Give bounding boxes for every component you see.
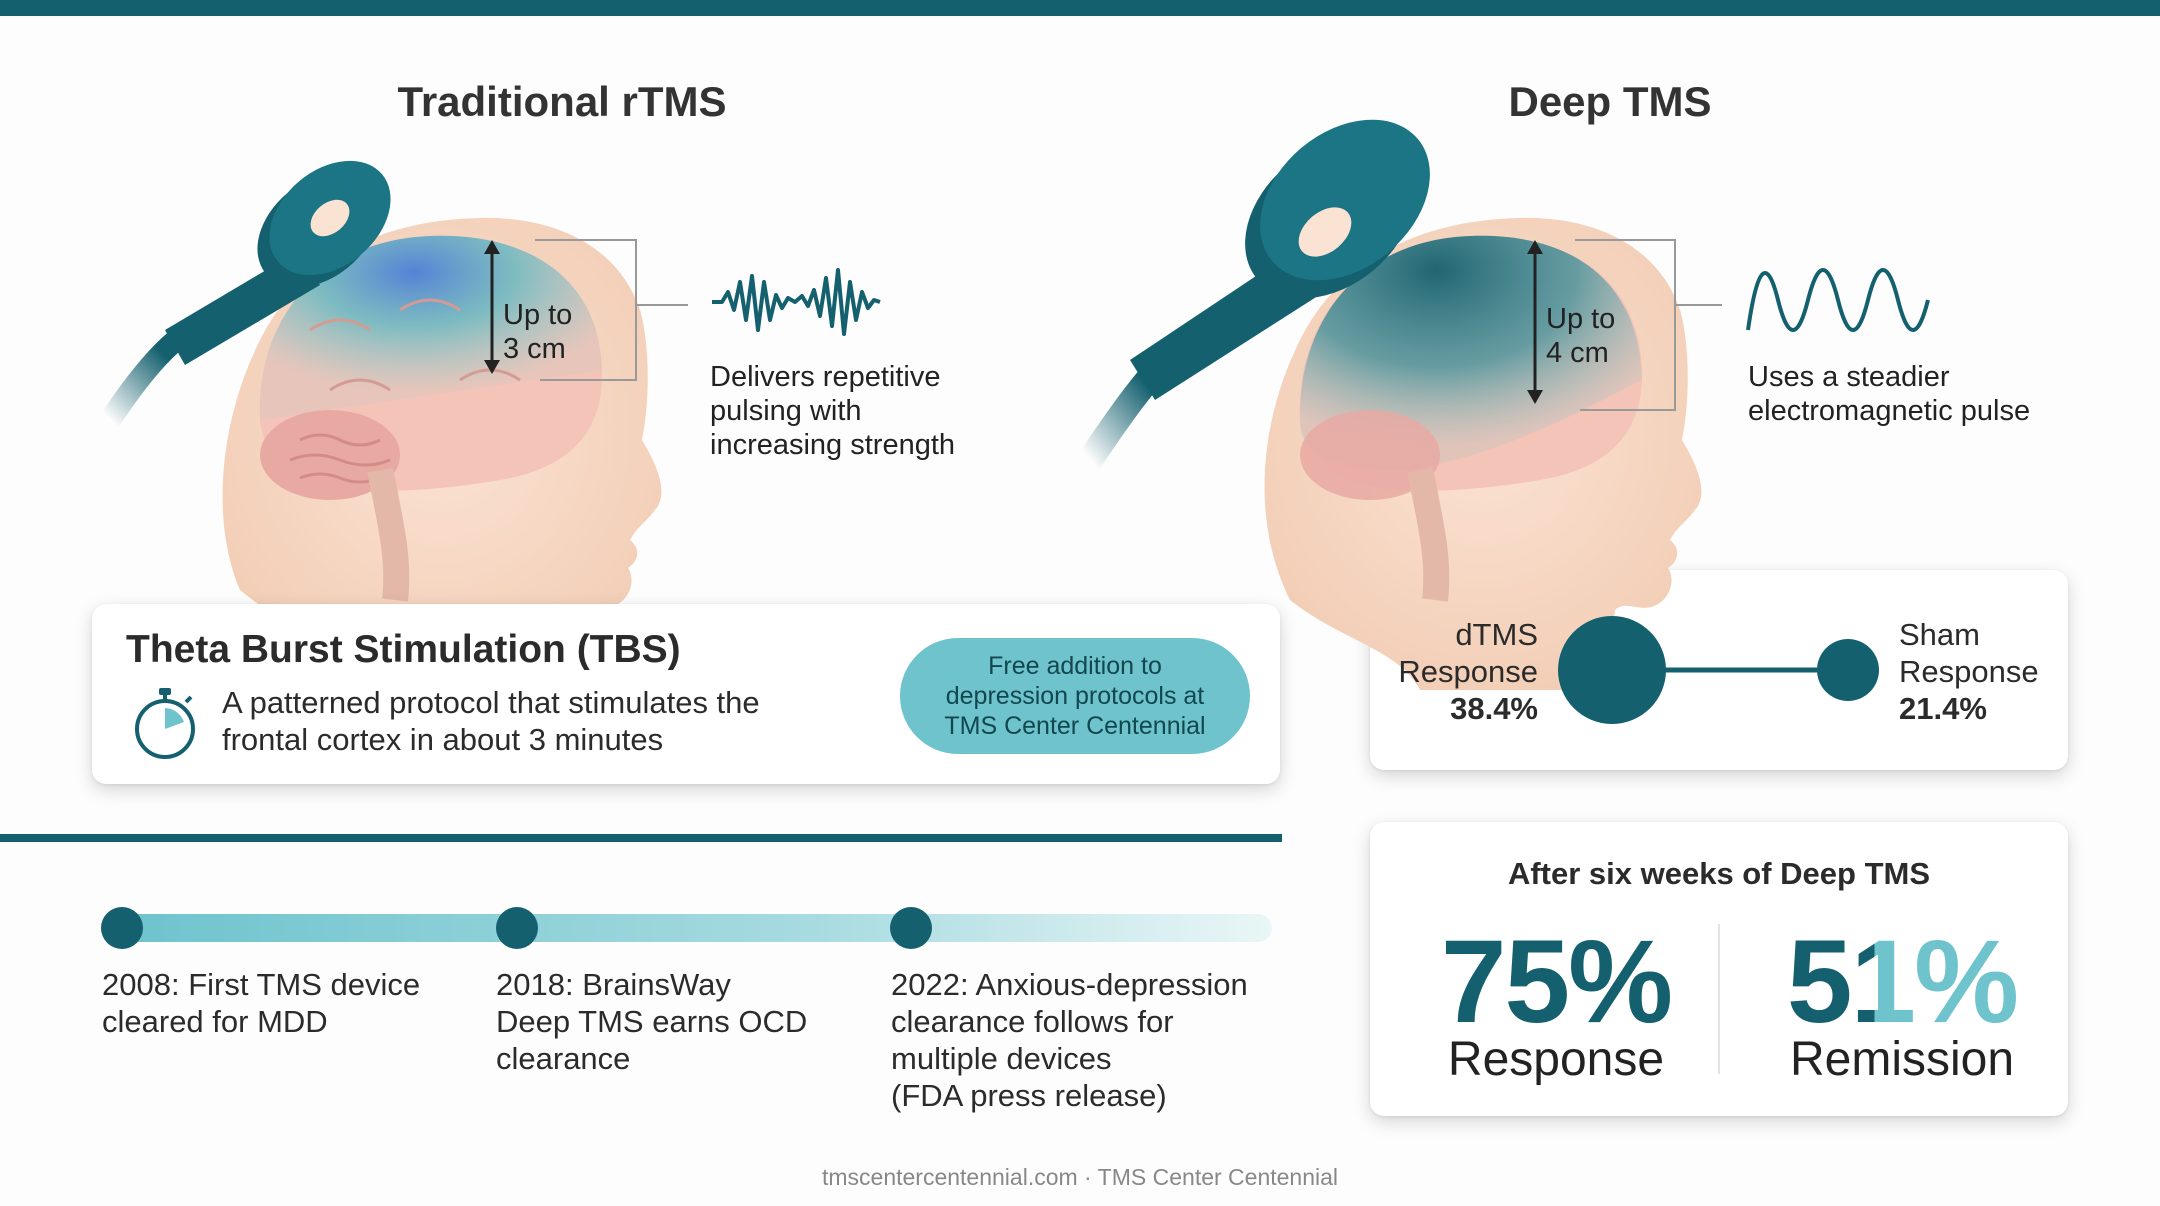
outcomes-divider <box>1718 924 1720 1074</box>
top-accent-bar <box>0 0 2160 16</box>
timeline-2018-line3: clearance <box>496 1041 631 1076</box>
footer-credit: tmscentercentennial.com · TMS Center Cen… <box>821 1164 1339 1190</box>
timeline-track <box>101 907 1272 949</box>
dtms-head-illustration <box>1077 119 1722 691</box>
timeline-item-2018: 2018: BrainsWay Deep TMS earns OCD clear… <box>496 966 807 1077</box>
dtms-depth-line1: Up to <box>1546 303 1616 335</box>
timeline-2008-line1: 2008: First TMS device <box>102 967 421 1002</box>
timeline-dot-2008 <box>101 907 143 949</box>
dtms-response-line1: dTMS <box>1455 617 1538 652</box>
rtms-desc-line1: Delivers repetitive <box>710 361 941 393</box>
timeline-2022-line1: 2022: Anxious-depression <box>891 967 1248 1002</box>
dtms-depth-label: Up to 4 cm <box>1546 302 1615 370</box>
sham-response-value: 21.4% <box>1899 691 1987 726</box>
timeline-dot-2022 <box>890 907 932 949</box>
outcomes-title: After six weeks of Deep TMS <box>1507 856 1931 891</box>
tbs-description: A patterned protocol that stimulates the… <box>222 684 760 758</box>
dtms-response-line2: Response <box>1398 654 1538 689</box>
timeline-2008-line2: cleared for MDD <box>102 1004 328 1039</box>
timeline-2018-line1: 2018: BrainsWay <box>496 967 731 1002</box>
dtms-desc-line2: electromagnetic pulse <box>1748 395 2031 427</box>
rtms-description: Delivers repetitive pulsing with increas… <box>710 360 955 462</box>
dtms-description: Uses a steadier electromagnetic pulse <box>1748 360 2030 428</box>
dtms-response-label: dTMS Response 38.4% <box>1396 616 1538 727</box>
tbs-desc-line2: frontal cortex in about 3 minutes <box>222 722 664 757</box>
badge-line2: depression protocols at <box>945 682 1205 710</box>
tbs-card: Theta Burst Stimulation (TBS) A patterne… <box>92 604 1280 784</box>
tbs-desc-line1: A patterned protocol that stimulates the <box>222 685 760 720</box>
remission-percent: 51% <box>1762 914 2042 1050</box>
badge-line3: TMS Center Centennial <box>944 712 1206 740</box>
section-divider <box>0 834 1282 842</box>
stopwatch-icon <box>135 688 195 759</box>
rtms-depth-line2: 3 cm <box>503 333 566 365</box>
rtms-desc-line3: increasing strength <box>710 429 956 461</box>
timeline-item-2022: 2022: Anxious-depression clearance follo… <box>891 966 1248 1114</box>
badge-line1: Free addition to <box>988 652 1162 680</box>
sham-response-label: Sham Response 21.4% <box>1899 616 2039 727</box>
rtms-depth-label: Up to 3 cm <box>503 298 572 366</box>
rtms-title: Traditional rTMS <box>397 78 727 125</box>
timeline-dot-2018 <box>496 907 538 949</box>
dtms-response-dot <box>1558 616 1666 724</box>
rtms-desc-line2: pulsing with <box>710 395 862 427</box>
steady-sine-wave-icon <box>1746 268 1930 332</box>
dtms-response-value: 38.4% <box>1450 691 1538 726</box>
dtms-desc-line1: Uses a steadier <box>1748 361 1950 393</box>
timeline-2022-line2: clearance follows for <box>891 1004 1174 1039</box>
response-label: Response <box>1447 1033 1665 1086</box>
free-addition-badge: Free addition to depression protocols at… <box>900 638 1250 754</box>
response-percent: 75% <box>1440 916 1673 1048</box>
dtms-title: Deep TMS <box>1508 78 1712 125</box>
timeline-item-2008: 2008: First TMS device cleared for MDD <box>102 966 420 1040</box>
remission-percent-text: 51% <box>1786 916 2019 1048</box>
timeline-2018-line2: Deep TMS earns OCD <box>496 1004 808 1039</box>
tbs-title: Theta Burst Stimulation (TBS) <box>126 628 681 671</box>
response-comparison-chart <box>1558 616 1879 724</box>
timeline-2022-line3: multiple devices <box>891 1041 1112 1076</box>
timeline-2022-line4: (FDA press release) <box>891 1078 1167 1113</box>
outcomes-card: After six weeks of Deep TMS 75% Response… <box>1370 822 2068 1116</box>
dtms-depth-line2: 4 cm <box>1546 337 1609 369</box>
remission-label: Remission <box>1789 1033 2015 1086</box>
rtms-depth-line1: Up to <box>503 299 573 331</box>
irregular-pulse-wave-icon <box>712 268 881 336</box>
sham-response-dot <box>1817 639 1879 701</box>
sham-response-line2: Response <box>1899 654 2039 689</box>
sham-response-line1: Sham <box>1899 617 1980 652</box>
